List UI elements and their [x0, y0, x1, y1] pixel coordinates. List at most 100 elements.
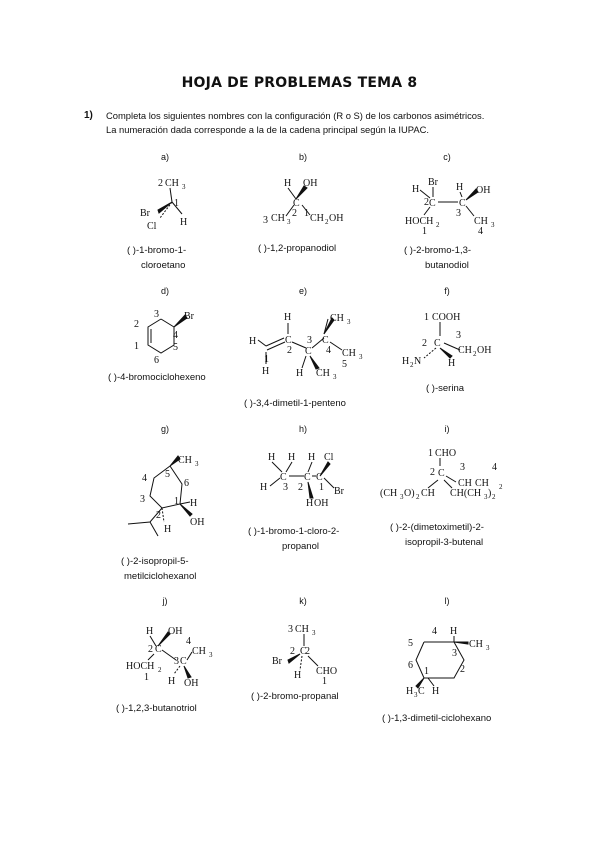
svg-text:2: 2: [436, 221, 440, 229]
svg-text:CH: CH: [475, 478, 489, 489]
svg-text:H: H: [308, 452, 315, 463]
svg-text:H: H: [284, 178, 291, 189]
svg-text:C: C: [280, 472, 287, 483]
svg-text:6: 6: [184, 478, 189, 489]
label-k: k): [299, 596, 307, 606]
svg-text:2: 2: [287, 345, 292, 356]
svg-text:H: H: [180, 217, 187, 228]
svg-text:2: 2: [148, 644, 153, 655]
svg-text:(CH: (CH: [380, 488, 397, 499]
svg-text:3: 3: [263, 215, 268, 226]
svg-text:HOCH: HOCH: [405, 216, 433, 227]
svg-text:OH: OH: [477, 345, 491, 356]
svg-text:3: 3: [456, 208, 461, 219]
svg-text:1: 1: [134, 341, 139, 352]
svg-text:2: 2: [410, 361, 414, 369]
svg-text:3: 3: [414, 691, 418, 699]
svg-text:2: 2: [305, 646, 310, 657]
name-k: ( )-2-bromo-propanal: [251, 691, 339, 702]
label-e: e): [298, 286, 307, 296]
svg-text:C: C: [155, 644, 162, 655]
structure-e: H CH 3 H C 2 1 C 3 C 4 CH 3 5 H H CH 3: [249, 312, 363, 381]
label-d: d): [160, 286, 169, 296]
svg-text:OH: OH: [168, 626, 182, 637]
svg-text:2: 2: [156, 510, 161, 521]
svg-text:Br: Br: [272, 656, 283, 667]
label-i: i): [444, 424, 450, 434]
svg-text:H: H: [268, 452, 275, 463]
svg-text:3: 3: [182, 183, 186, 191]
structure-c: Br H H OH C 2 C 3 CH 3 4 HOCH 2 1: [405, 177, 495, 237]
svg-text:3: 3: [283, 482, 288, 493]
svg-text:1: 1: [174, 198, 179, 209]
svg-text:C: C: [316, 472, 323, 483]
svg-text:Br: Br: [140, 208, 151, 219]
svg-text:5: 5: [165, 469, 170, 480]
svg-text:4: 4: [432, 626, 437, 637]
svg-text:O): O): [404, 488, 415, 499]
svg-text:2: 2: [325, 218, 329, 226]
svg-text:3: 3: [359, 353, 363, 361]
name-f: ( )-serina: [426, 383, 465, 394]
svg-text:6: 6: [408, 660, 413, 671]
svg-text:H: H: [402, 356, 409, 367]
svg-text:CH(CH: CH(CH: [450, 488, 481, 499]
svg-text:3: 3: [307, 335, 312, 346]
svg-text:3: 3: [287, 218, 291, 226]
structure-j: H OH 2 C 4 CH 3 3 C HOCH 2 1 H OH: [126, 626, 213, 689]
svg-text:2: 2: [430, 467, 435, 478]
svg-text:H: H: [406, 686, 413, 697]
name-c-line-1: ( )-2-bromo-1,3-: [404, 245, 472, 256]
svg-text:C: C: [304, 472, 311, 483]
structure-l: 5 4 H CH 3 3 6 2 1 H 3 C H: [406, 626, 490, 699]
svg-text:3: 3: [456, 330, 461, 341]
label-j: j): [162, 596, 168, 606]
svg-text:4: 4: [492, 462, 497, 473]
svg-text:H: H: [164, 524, 171, 535]
svg-text:Br: Br: [428, 177, 439, 188]
structure-a: 2 CH 3 1 Br Cl H: [140, 178, 187, 232]
name-h-line-1: ( )-1-bromo-1-cloro-2-: [248, 526, 340, 537]
svg-text:2: 2: [460, 664, 465, 675]
svg-text:H: H: [260, 482, 267, 493]
structure-d: 3 Br 2 4 1 5 6: [134, 309, 195, 366]
svg-text:CH: CH: [421, 488, 435, 499]
svg-text:H: H: [456, 182, 463, 193]
page-title: HOJA DE PROBLEMAS TEMA 8: [181, 75, 418, 91]
svg-text:1: 1: [428, 448, 433, 459]
svg-text:Br: Br: [334, 486, 345, 497]
svg-text:2: 2: [424, 197, 429, 208]
svg-text:3: 3: [312, 629, 316, 637]
svg-text:H: H: [306, 498, 313, 509]
svg-text:COOH: COOH: [432, 312, 460, 323]
svg-text:H: H: [448, 358, 455, 369]
name-i-line-1: ( )-2-(dimetoximetil)-2-: [390, 522, 484, 533]
svg-text:2: 2: [492, 493, 496, 501]
label-b: b): [298, 152, 307, 162]
svg-text:5: 5: [173, 342, 178, 353]
label-l: l): [444, 596, 450, 606]
svg-text:CH: CH: [458, 345, 472, 356]
svg-text:4: 4: [478, 226, 483, 237]
name-e: ( )-3,4-dimetil-1-penteno: [244, 398, 346, 409]
svg-text:CH: CH: [165, 178, 179, 189]
svg-text:3: 3: [491, 221, 495, 229]
svg-text:2: 2: [499, 483, 503, 491]
svg-text:3: 3: [195, 460, 199, 468]
label-a: a): [160, 152, 169, 162]
svg-text:5: 5: [408, 638, 413, 649]
question-number: 1): [84, 110, 93, 121]
svg-text:5: 5: [342, 359, 347, 370]
svg-text:3: 3: [460, 462, 465, 473]
svg-text:C: C: [418, 686, 425, 697]
structure-b: H OH C 2 3 CH 3 1 CH 2 OH: [263, 178, 343, 226]
svg-text:H: H: [412, 184, 419, 195]
svg-text:3: 3: [288, 624, 293, 635]
name-c-line-2: butanodiol: [425, 260, 469, 271]
svg-text:C: C: [180, 656, 187, 667]
svg-text:CH: CH: [178, 455, 192, 466]
svg-text:H: H: [296, 368, 303, 379]
name-a-line-2: cloroetano: [141, 260, 186, 271]
svg-text:C: C: [434, 338, 441, 349]
svg-text:C: C: [438, 468, 445, 479]
